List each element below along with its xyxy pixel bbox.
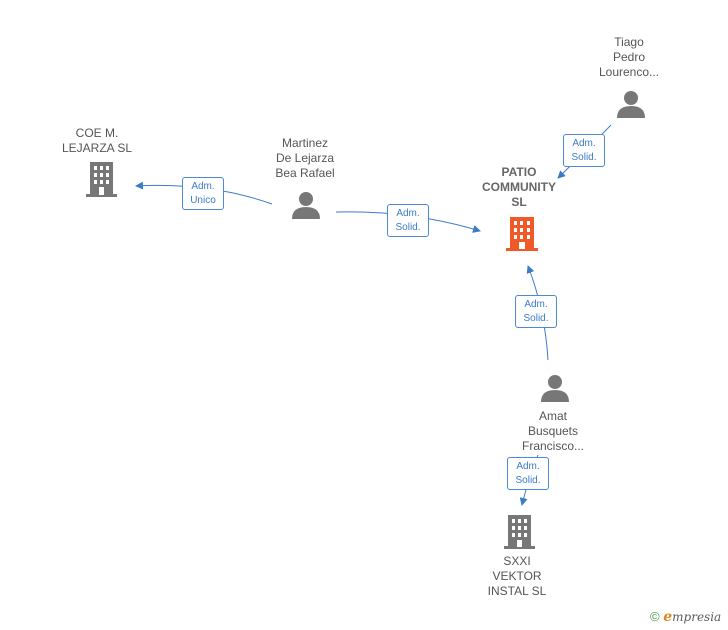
- building-icon[interactable]: [86, 162, 117, 197]
- relation-label-tiago-patio: Adm. Solid.: [563, 134, 605, 167]
- person-icon[interactable]: [292, 192, 320, 219]
- company-label-patio[interactable]: PATIO COMMUNITY SL: [482, 165, 556, 209]
- relation-label-amat-patio: Adm. Solid.: [515, 295, 557, 328]
- company-label-sxxi[interactable]: SXXI VEKTOR INSTAL SL: [487, 554, 547, 598]
- main-building-icon[interactable]: [506, 217, 538, 251]
- person-icon[interactable]: [541, 375, 569, 402]
- relation-label-amat-sxxi: Adm. Solid.: [507, 457, 549, 490]
- relation-label-martinez-patio: Adm. Solid.: [387, 204, 429, 237]
- company-label-coe[interactable]: COE M. LEJARZA SL: [61, 126, 133, 155]
- person-label-amat[interactable]: Amat Busquets Francisco...: [521, 409, 585, 453]
- copyright-icon: ©: [650, 609, 660, 624]
- footer-brand: © empresia: [650, 609, 721, 625]
- relation-label-unico: Adm. Unico: [182, 177, 224, 210]
- building-icon[interactable]: [504, 515, 535, 549]
- person-label-martinez[interactable]: Martinez De Lejarza Bea Rafael: [275, 136, 335, 180]
- person-icon[interactable]: [617, 91, 645, 118]
- brand-logo: empresia: [663, 609, 722, 625]
- person-label-tiago[interactable]: Tiago Pedro Lourenco...: [598, 35, 660, 79]
